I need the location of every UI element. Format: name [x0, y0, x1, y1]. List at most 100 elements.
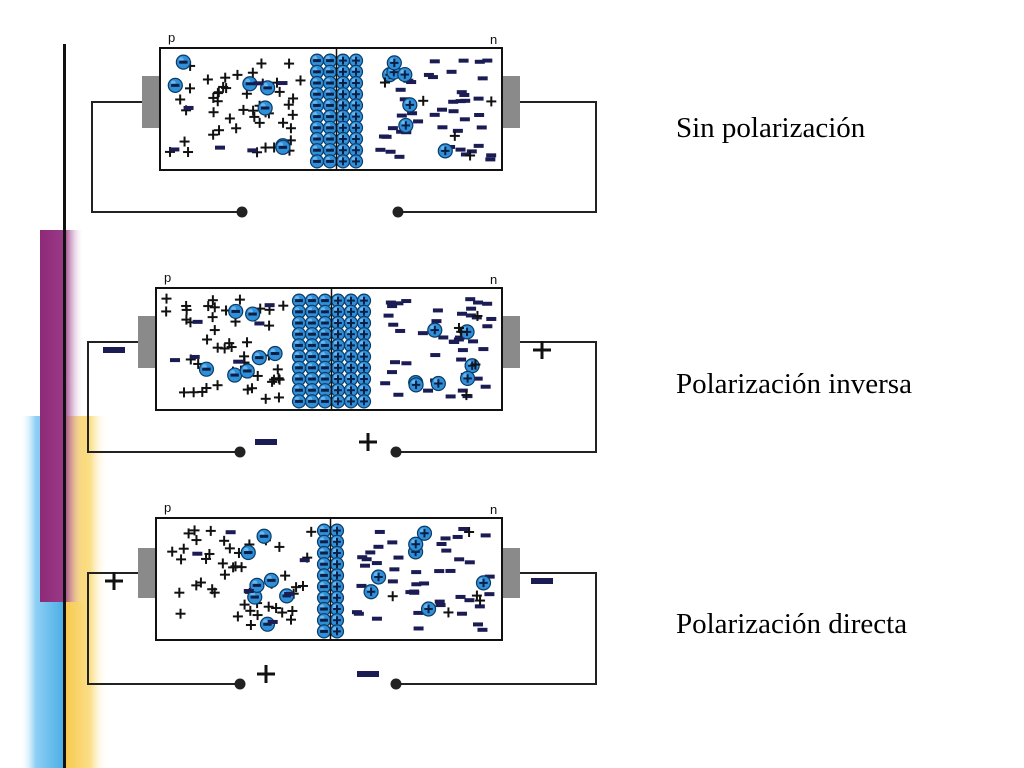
minus-ion-icon: [167, 77, 183, 93]
minus-dash-icon: [351, 610, 362, 615]
plus-sign-icon: [284, 58, 295, 69]
plus-sign-icon: [202, 74, 213, 85]
minus-dash-icon: [183, 105, 194, 110]
minus-ion-icon: [322, 154, 338, 169]
minus-dash-icon: [396, 129, 407, 134]
plus-sign-icon: [306, 526, 317, 537]
plus-sign-icon: [224, 113, 235, 124]
minus-dash-icon: [465, 297, 476, 302]
plus-sign-icon: [189, 525, 200, 536]
plus-sign-icon: [220, 72, 231, 83]
terminal-right: [392, 206, 404, 218]
plus-sign-icon: [470, 359, 481, 370]
plus-sign-icon: [203, 301, 214, 312]
plus-ion-icon: [343, 360, 359, 375]
plus-ion-icon: [356, 304, 372, 319]
battery-right-sign: [533, 341, 551, 359]
plus-sign-icon: [273, 373, 284, 384]
plus-sign-icon: [232, 611, 243, 622]
minus-dash-icon: [440, 536, 451, 541]
minus-dash-icon: [373, 544, 384, 549]
plus-sign-icon: [245, 620, 256, 631]
minus-dash-icon: [357, 555, 368, 560]
plus-ion-icon: [343, 327, 359, 342]
plus-sign-icon: [248, 105, 259, 116]
contact-p: [138, 316, 156, 368]
terminal-right: [390, 446, 402, 458]
minus-dash-icon: [390, 360, 401, 365]
plus-sign-icon: [238, 104, 249, 115]
contact-n: [502, 76, 520, 128]
minus-dash-icon: [243, 588, 254, 593]
minus-dash-icon: [455, 99, 466, 104]
minus-dash-icon: [460, 152, 471, 157]
minus-ion-icon: [309, 120, 325, 135]
plus-sign-icon: [188, 387, 199, 398]
minus-dash-icon: [413, 119, 424, 124]
label-sin-polarizacion: Sin polarización: [676, 112, 866, 144]
wire-left: [91, 101, 242, 213]
plus-sign-icon: [472, 310, 483, 321]
plus-sign-icon: [205, 525, 216, 536]
minus-dash-icon: [478, 347, 489, 352]
terminal-right-sign: [359, 433, 377, 451]
p-label: p: [168, 30, 175, 45]
purple-bar: [40, 230, 84, 602]
minus-dash-icon: [169, 147, 180, 152]
minus-ion-icon: [304, 394, 320, 409]
plus-sign-icon: [176, 554, 187, 565]
minus-dash-icon: [277, 81, 288, 86]
plus-sign-icon: [252, 370, 263, 381]
minus-dash-icon: [474, 604, 485, 609]
minus-dash-icon: [486, 153, 497, 158]
minus-dash-icon: [431, 319, 442, 324]
plus-ion-icon: [329, 590, 345, 605]
plus-ion-icon: [329, 545, 345, 561]
plus-sign-icon: [256, 58, 267, 69]
plus-ion-icon: [348, 131, 364, 147]
plus-sign-icon: [208, 92, 219, 103]
contact-n: [502, 548, 520, 598]
minus-dash-icon: [454, 557, 465, 562]
minus-dash-icon: [387, 370, 398, 375]
plus-ion-icon: [427, 322, 443, 338]
minus-dash-icon: [264, 303, 275, 308]
minus-dash-icon: [407, 111, 418, 116]
plus-sign-icon: [418, 95, 429, 106]
minus-dash-icon: [482, 324, 493, 329]
plus-sign-icon: [207, 312, 218, 323]
minus-dash-icon: [395, 87, 406, 92]
plus-ion-icon: [437, 143, 453, 159]
plus-sign-icon: [387, 591, 398, 602]
minus-dash-icon: [225, 530, 236, 535]
minus-ion-icon: [317, 394, 333, 409]
minus-ion-icon: [267, 345, 283, 362]
n-label: n: [490, 272, 497, 287]
minus-dash-icon: [401, 299, 412, 304]
plus-sign-icon: [175, 608, 186, 619]
plus-sign-icon: [195, 577, 206, 588]
minus-ion-icon: [309, 154, 325, 169]
plus-sign-icon: [212, 380, 223, 391]
plus-sign-icon: [486, 96, 497, 107]
minus-dash-icon: [214, 145, 225, 150]
minus-dash-icon: [387, 304, 398, 309]
plus-ion-icon: [329, 557, 345, 572]
plus-sign-icon: [297, 580, 308, 591]
minus-dash-icon: [169, 358, 180, 363]
plus-ion-icon: [343, 394, 359, 409]
plus-sign-icon: [273, 392, 284, 403]
plus-sign-icon: [471, 590, 482, 601]
plus-sign-icon: [191, 535, 202, 546]
minus-dash-icon: [419, 581, 430, 586]
minus-dash-icon: [484, 574, 495, 579]
minus-dash-icon: [448, 109, 459, 114]
minus-dash-icon: [466, 149, 477, 154]
plus-sign-icon: [242, 384, 253, 395]
minus-ion-icon: [291, 327, 307, 342]
plus-ion-icon: [475, 575, 492, 591]
minus-dash-icon: [473, 96, 484, 101]
minus-ion-icon: [227, 367, 243, 383]
plus-ion-icon: [330, 327, 346, 342]
